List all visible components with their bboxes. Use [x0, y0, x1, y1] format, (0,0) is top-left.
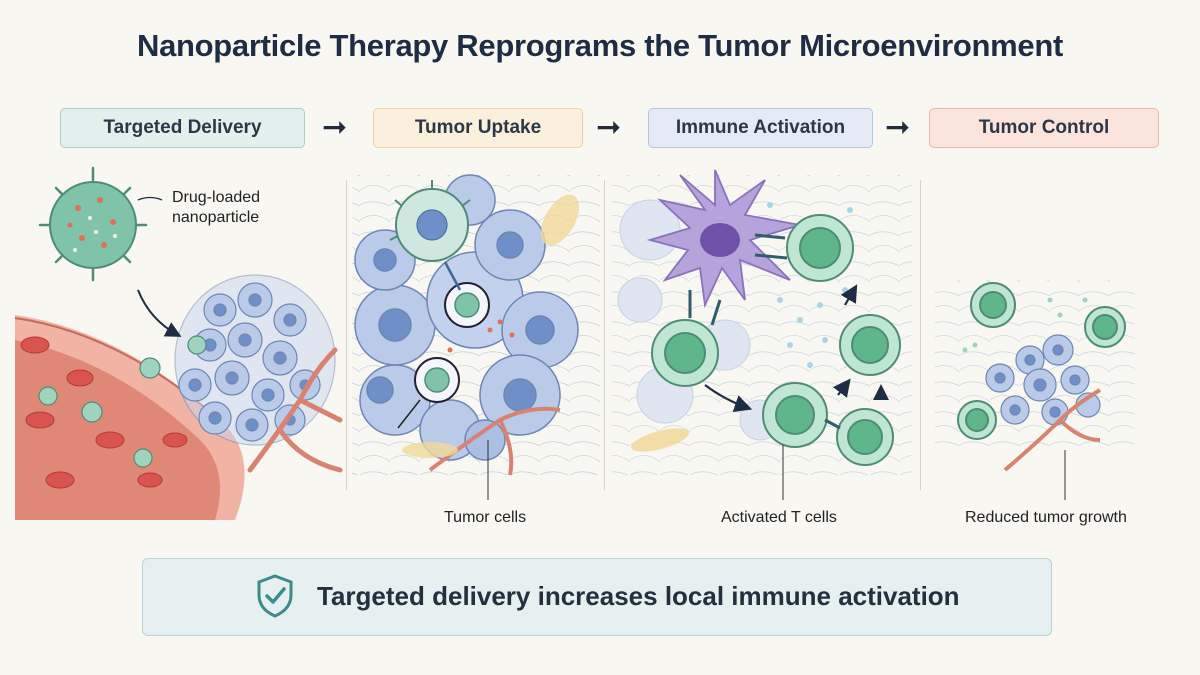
- step-label: Targeted Delivery: [103, 117, 262, 138]
- summary-banner: Targeted delivery increases local immune…: [142, 558, 1052, 636]
- capillary: [247, 347, 343, 473]
- shield-check-icon: [255, 573, 295, 624]
- page-title: Nanoparticle Therapy Reprograms the Tumo…: [137, 28, 1063, 63]
- step-label: Tumor Control: [978, 117, 1110, 138]
- panel-divider: [604, 180, 605, 490]
- panel-targeted-delivery: [14, 166, 343, 520]
- activated-t-cells-label: Activated T cells: [721, 509, 837, 526]
- tumor-mass: [174, 274, 336, 446]
- diagram-illustration: [14, 166, 1135, 520]
- panel-immune-activation: [612, 169, 912, 500]
- nanoparticle-label: Drug-loaded nanoparticle: [172, 189, 261, 226]
- reduced-tumor-growth-label: Reduced tumor growth: [965, 509, 1127, 526]
- panel-divider: [920, 180, 921, 490]
- panel-divider: [346, 180, 347, 490]
- red-blood-cells: [20, 336, 188, 489]
- tumor-cells-label: Tumor cells: [444, 509, 527, 526]
- step-targeted-delivery: Targeted Delivery: [60, 108, 305, 148]
- banner-text: Targeted delivery increases local immune…: [317, 581, 960, 611]
- arrow-right-icon: ➞: [596, 111, 622, 144]
- step-label: Tumor Uptake: [414, 117, 542, 138]
- step-tumor-control: Tumor Control: [929, 108, 1159, 148]
- nanoparticle-large: [38, 166, 148, 282]
- t-cells: [651, 214, 901, 466]
- arrow-right-icon: ➞: [885, 111, 911, 144]
- step-tumor-uptake: Tumor Uptake: [373, 108, 583, 148]
- step-immune-activation: Immune Activation: [648, 108, 873, 148]
- panel-tumor-uptake: [352, 174, 600, 500]
- panel-tumor-control: [935, 280, 1135, 500]
- arrow-right-icon: ➞: [322, 111, 348, 144]
- step-label: Immune Activation: [675, 117, 846, 138]
